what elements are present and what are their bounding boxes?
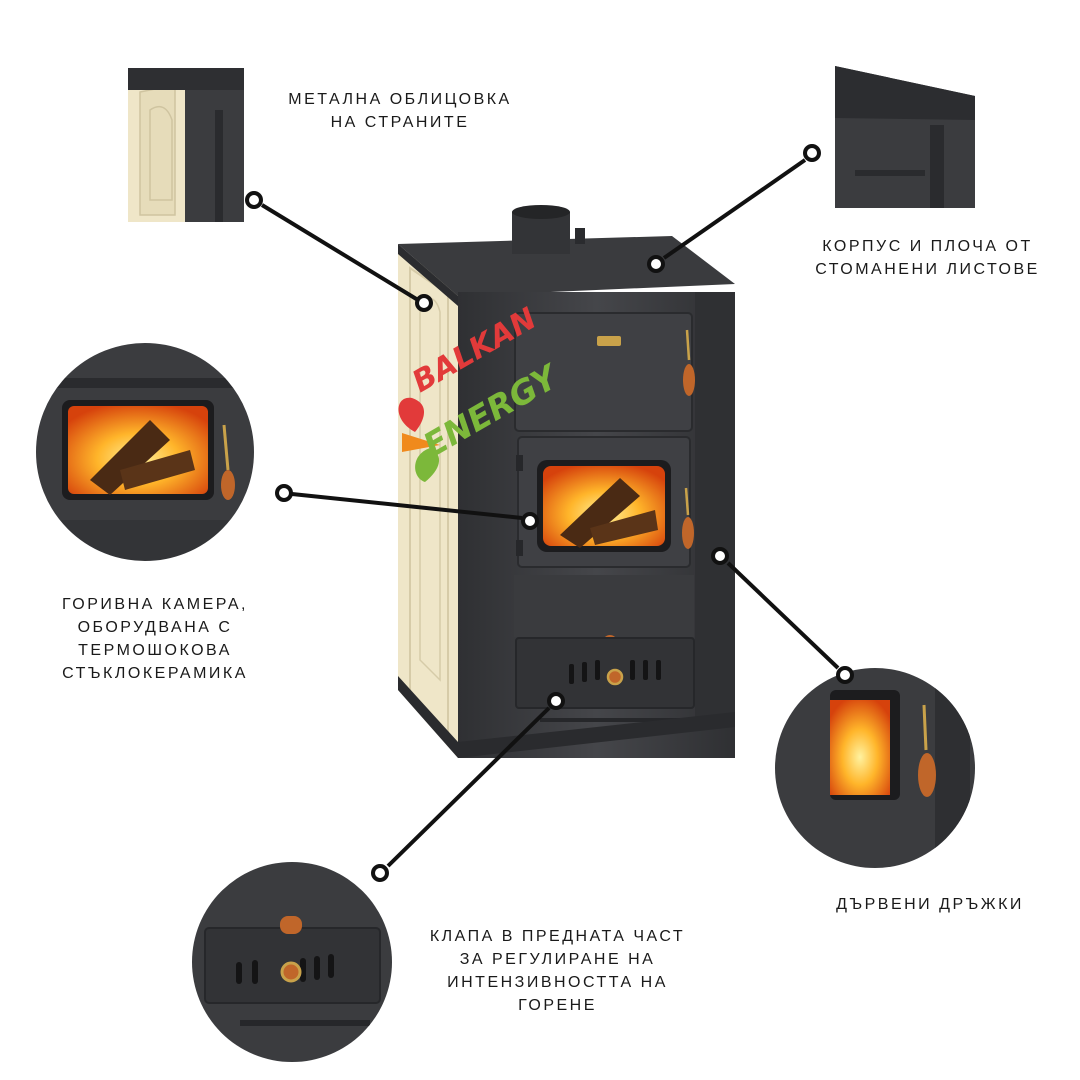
label-body-plate: КОРПУС И ПЛОЧА ОТ СТОМАНЕНИ ЛИСТОВЕ — [815, 238, 1040, 278]
callout-dot — [521, 512, 539, 530]
callout-dot — [803, 144, 821, 162]
inset-front-flap — [192, 862, 392, 1062]
inset-fire-chamber — [35, 342, 255, 562]
inset-side-cladding — [128, 68, 244, 222]
stove — [398, 205, 735, 758]
callout-dot — [275, 484, 293, 502]
callout-dot — [547, 692, 565, 710]
callout-dot — [415, 294, 433, 312]
callout-lines — [260, 158, 840, 868]
callout-dot — [836, 666, 854, 684]
label-side-cladding: МЕТАЛНА ОБЛИЦОВКА НА СТРАНИТЕ — [288, 91, 512, 131]
callout-dot — [711, 547, 729, 565]
label-wooden-handles: ДЪРВЕНИ ДРЪЖКИ — [836, 896, 1024, 913]
inset-body-plate — [835, 66, 975, 208]
callout-dots — [245, 144, 854, 882]
callout-dot — [245, 191, 263, 209]
inset-wooden-handles — [775, 668, 975, 868]
callout-dot — [647, 255, 665, 273]
label-fire-chamber: ГОРИВНА КАМЕРА, ОБОРУДВАНА С ТЕРМОШОКОВА… — [62, 596, 248, 682]
label-front-flap: КЛАПА В ПРЕДНАТА ЧАСТ ЗА РЕГУЛИРАНЕ НА И… — [429, 928, 686, 1014]
callout-dot — [371, 864, 389, 882]
